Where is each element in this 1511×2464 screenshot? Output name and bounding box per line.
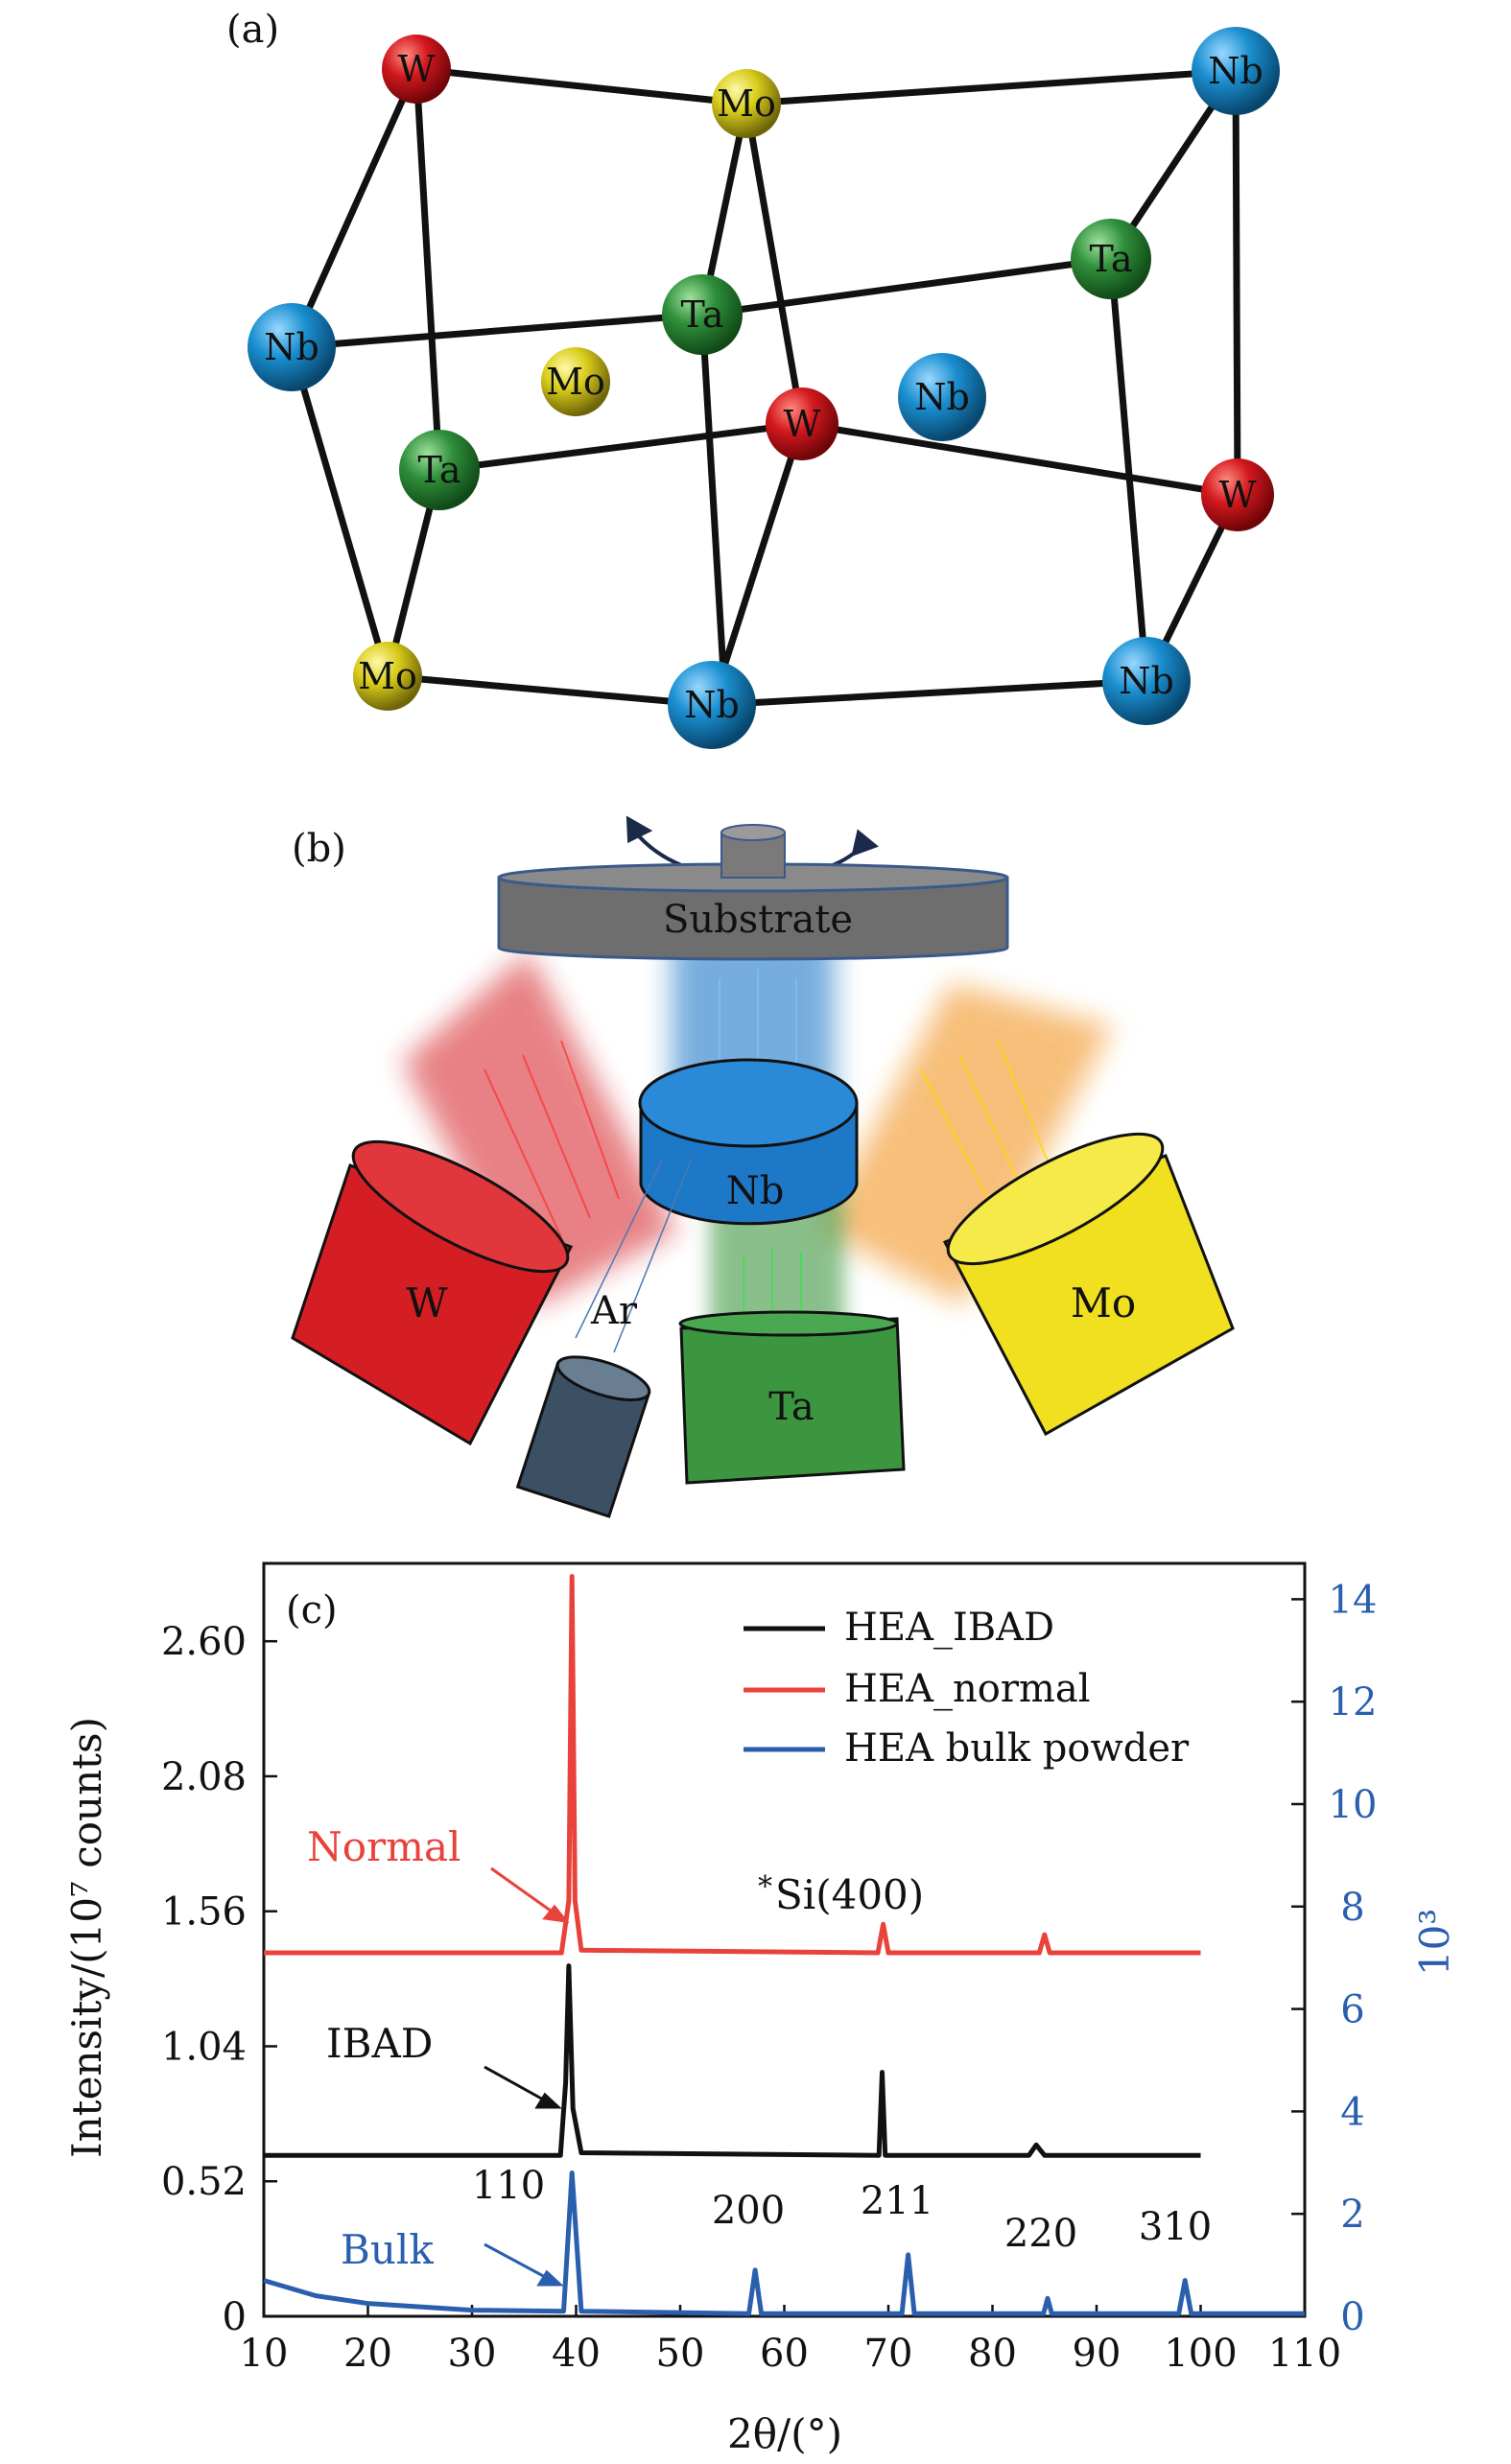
atom-label: Nb	[914, 376, 970, 418]
atom-ta-ta2: Ta	[662, 274, 743, 355]
target-ta: Ta	[678, 1310, 906, 1485]
atom-label: Nb	[264, 326, 319, 368]
legend-normal: HEA_normal	[844, 1667, 1091, 1711]
y-tick-label: 1.04	[161, 2025, 247, 2069]
y-tick-label: 1.56	[161, 1890, 247, 1935]
chart-series	[263, 1574, 1305, 2316]
peak-label-220: 220	[1004, 2212, 1077, 2256]
legend-ibad: HEA_IBAD	[844, 1606, 1054, 1650]
panel-c-label: (c)	[286, 1588, 338, 1632]
target-w-label: W	[406, 1279, 448, 1326]
annotation-si-star: *	[758, 1870, 772, 1904]
atom-nb-nb4: Nb	[668, 661, 756, 749]
x-axis-title: 2θ/(°)	[727, 2410, 842, 2457]
atom-label: Nb	[684, 684, 740, 726]
atom-label: Mo	[546, 361, 605, 403]
atom-label: W	[397, 48, 435, 90]
atom-nb-nb3: Nb	[898, 353, 986, 441]
atom-label: Nb	[1208, 50, 1263, 92]
x-tick-label: 80	[968, 2332, 1017, 2376]
y-axis-title: Intensity/(10⁷ counts)	[63, 1717, 110, 2158]
target-mo: Mo	[942, 1132, 1235, 1437]
atom-nb-nb5: Nb	[1102, 637, 1191, 725]
substrate-label: Substrate	[663, 898, 853, 942]
lattice-bonds	[288, 65, 1241, 709]
arrow-bulk-icon	[484, 2242, 564, 2287]
atom-mo-mo3: Mo	[353, 642, 422, 711]
atom-ta-ta3: Ta	[399, 430, 480, 510]
x-tick-label: 20	[343, 2332, 392, 2376]
arrow-ibad-icon	[484, 2065, 562, 2109]
y2-tick-label: 12	[1329, 1680, 1378, 1725]
atom-label: W	[1218, 474, 1256, 516]
atom-label: W	[783, 403, 820, 445]
ion-source-ar-label: Ar	[590, 1289, 638, 1333]
atom-label: Mo	[717, 82, 776, 125]
atom-nb-nb1: Nb	[1192, 27, 1280, 115]
y2-axis-title: 10³	[1411, 1909, 1458, 1976]
atom-label: Ta	[1089, 238, 1132, 280]
y2-tick-label: 0	[1340, 2295, 1364, 2339]
peak-label-200: 200	[712, 2189, 785, 2233]
peak-label-310: 310	[1139, 2205, 1212, 2249]
x-tick-label: 70	[864, 2332, 913, 2376]
atom-w-w2: W	[766, 387, 838, 460]
y2-tick-label: 14	[1329, 1578, 1378, 1622]
sputtering-diagram: Substrate Nb Ar Ta W Mo	[291, 815, 1235, 1518]
y-tick-label: 2.60	[161, 1620, 247, 1664]
y2-tick-label: 10	[1329, 1783, 1378, 1827]
atom-label: Ta	[680, 293, 723, 336]
annotation-ibad: IBAD	[326, 2020, 433, 2067]
ion-source-ar: Ar	[515, 1160, 692, 1518]
y-tick-label: 2.08	[161, 1755, 247, 1799]
atom-mo-mo1: Mo	[712, 69, 781, 138]
peak-label-211: 211	[861, 2179, 933, 2223]
series-hea-normal	[264, 1574, 1201, 1956]
y2-tick-label: 4	[1340, 2090, 1364, 2134]
target-mo-label: Mo	[1071, 1279, 1136, 1326]
x-tick-label: 110	[1268, 2332, 1341, 2376]
series-hea-bulk-powder	[263, 2171, 1305, 2316]
atom-label: Ta	[417, 449, 460, 491]
atom-label: Mo	[358, 655, 417, 697]
target-ta-label: Ta	[768, 1385, 814, 1429]
substrate: Substrate	[497, 824, 1009, 961]
atom-mo-mo2: Mo	[541, 347, 610, 416]
y-tick-label: 0	[223, 2295, 247, 2339]
x-tick-label: 10	[240, 2332, 289, 2376]
atom-w-w3: W	[1201, 458, 1274, 531]
annotation-bulk: Bulk	[341, 2226, 434, 2273]
annotation-si: Si(400)	[775, 1871, 924, 1918]
legend-bulk: HEA bulk powder	[844, 1726, 1190, 1771]
annotation-normal: Normal	[307, 1823, 460, 1870]
x-tick-label: 60	[760, 2332, 809, 2376]
x-tick-label: 90	[1073, 2332, 1121, 2376]
arrow-normal-icon	[490, 1866, 570, 1923]
x-tick-label: 50	[656, 2332, 705, 2376]
target-nb: Nb	[638, 1058, 859, 1226]
panel-b-label: (b)	[292, 827, 346, 871]
target-nb-label: Nb	[726, 1169, 785, 1213]
target-w: W	[291, 1139, 574, 1446]
y2-tick-label: 6	[1340, 1988, 1364, 2032]
series-hea-ibad	[264, 1963, 1201, 2158]
peak-label-110: 110	[472, 2164, 545, 2208]
y2-tick-label: 8	[1340, 1886, 1364, 1930]
atom-ta-ta1: Ta	[1071, 219, 1151, 299]
y2-tick-label: 2	[1340, 2193, 1364, 2237]
atom-nb-nb2: Nb	[248, 303, 336, 391]
x-tick-label: 100	[1164, 2332, 1237, 2376]
y-tick-label: 0.52	[161, 2160, 247, 2204]
legend: HEA_IBAD HEA_normal HEA bulk powder	[744, 1606, 1190, 1771]
x-tick-label: 40	[552, 2332, 601, 2376]
atom-w-w1: W	[382, 35, 451, 104]
x-tick-label: 30	[448, 2332, 497, 2376]
panel-a-label: (a)	[226, 8, 280, 52]
atom-label: Nb	[1119, 660, 1174, 702]
